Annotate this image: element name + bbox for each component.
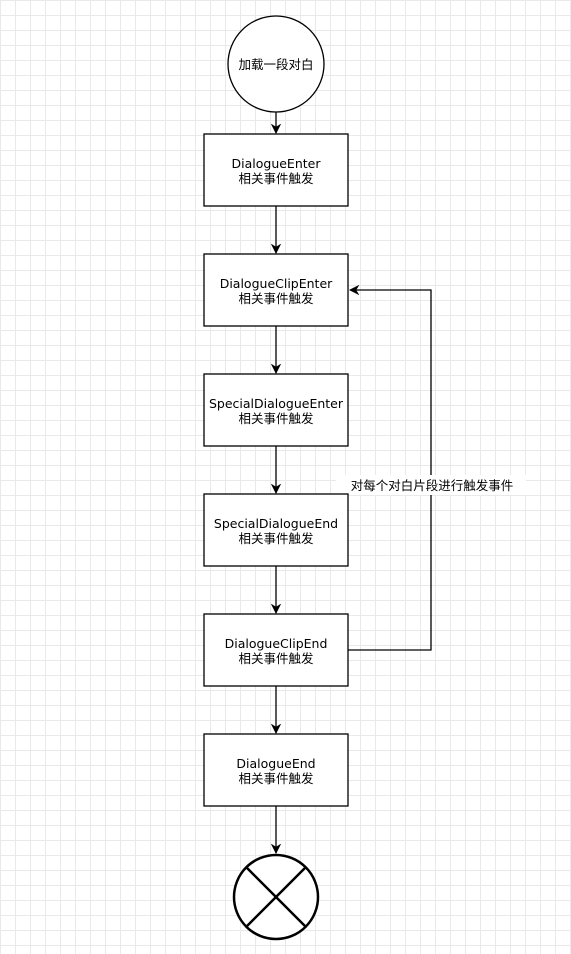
- step-dialogue-end[interactable]: DialogueEnd 相关事件触发: [203, 733, 349, 807]
- step-subtitle: 相关事件触发: [238, 531, 314, 546]
- step-dialogue-clip-enter[interactable]: DialogueClipEnter 相关事件触发: [203, 253, 349, 327]
- step-special-dialogue-end[interactable]: SpecialDialogueEnd 相关事件触发: [203, 493, 349, 567]
- start-node[interactable]: 加载一段对白: [227, 15, 325, 113]
- loop-label-bg: [336, 475, 526, 495]
- step-subtitle: 相关事件触发: [238, 171, 314, 186]
- loop-back-edge: [348, 284, 432, 651]
- loop-label: 对每个对白片段进行触发事件: [351, 478, 514, 493]
- step-title: SpecialDialogueEnd: [214, 516, 338, 531]
- start-label: 加载一段对白: [238, 57, 313, 72]
- step-dialogue-clip-end[interactable]: DialogueClipEnd 相关事件触发: [203, 613, 349, 687]
- step-special-dialogue-enter[interactable]: SpecialDialogueEnter 相关事件触发: [203, 373, 349, 447]
- step-title: SpecialDialogueEnter: [209, 396, 344, 411]
- step-dialogue-enter[interactable]: DialogueEnter 相关事件触发: [203, 133, 349, 207]
- terminator-x-icon[interactable]: [232, 853, 320, 941]
- step-title: DialogueClipEnter: [220, 276, 333, 291]
- step-title: DialogueEnd: [236, 756, 315, 771]
- step-subtitle: 相关事件触发: [238, 291, 314, 306]
- step-title: DialogueEnter: [232, 156, 322, 171]
- step-title: DialogueClipEnd: [225, 636, 328, 651]
- step-subtitle: 相关事件触发: [238, 651, 314, 666]
- step-subtitle: 相关事件触发: [238, 771, 314, 786]
- step-subtitle: 相关事件触发: [238, 411, 314, 426]
